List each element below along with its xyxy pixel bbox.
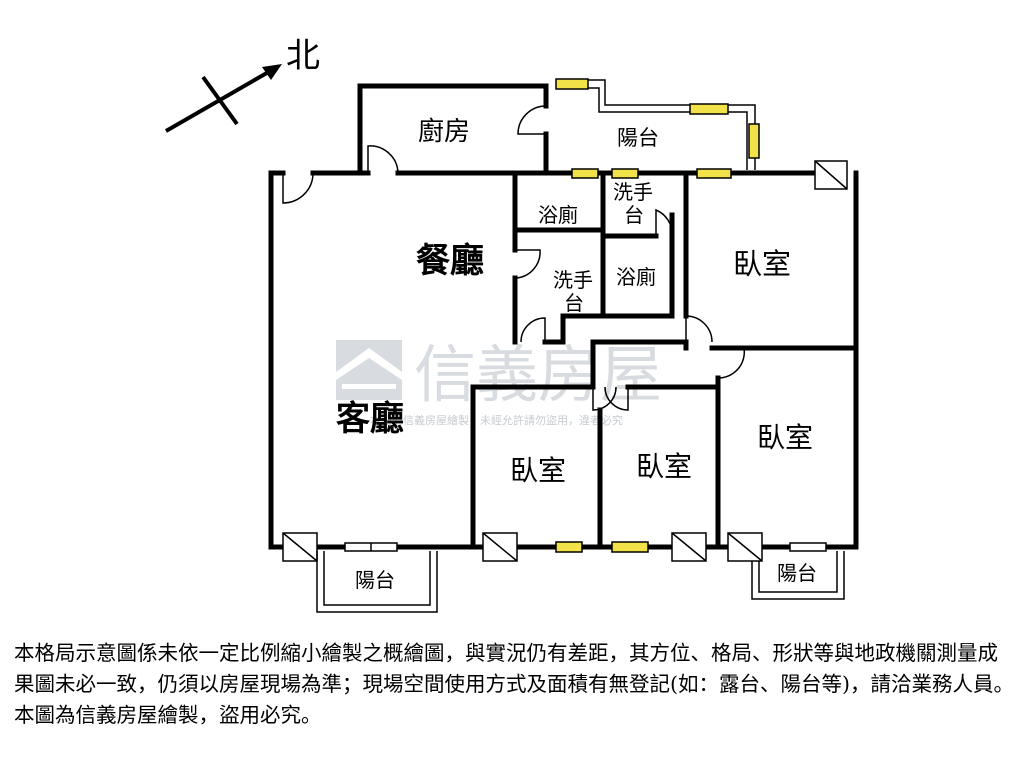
window-bedroom-b bbox=[611, 541, 649, 553]
room-bedroom-a-label: 臥室 bbox=[510, 454, 566, 487]
door-entry bbox=[282, 172, 314, 204]
door-bedroom-a bbox=[592, 386, 617, 411]
room-dining-label: 餐廳 bbox=[416, 241, 484, 281]
ac-boxes bbox=[282, 160, 848, 562]
door-bath-right bbox=[655, 208, 673, 237]
compass-label: 北 bbox=[286, 36, 320, 76]
door-bedroom-b bbox=[604, 386, 629, 411]
sliding-door-bedroom-se bbox=[789, 542, 827, 552]
window-balcony-top-1 bbox=[555, 78, 589, 90]
balcony-top-railing bbox=[560, 79, 756, 170]
floor-plan: 北 信義房屋 本圖為信義房屋繪製，未經允許請勿盜用，違者必究 bbox=[165, 36, 859, 613]
door-balcony-top bbox=[517, 105, 547, 135]
door-bedroom-se bbox=[717, 347, 746, 379]
room-kitchen-label: 廚房 bbox=[418, 117, 470, 147]
window-bath-left bbox=[571, 168, 599, 179]
room-living-label: 客廳 bbox=[336, 399, 404, 439]
room-balcony-se-label: 陽台 bbox=[777, 561, 817, 585]
door-bedroom-ne bbox=[685, 315, 713, 343]
watermark-brand: 信義房屋 bbox=[414, 338, 662, 411]
room-bedroom-b-label: 臥室 bbox=[636, 450, 692, 483]
window-balcony-top-2 bbox=[689, 103, 729, 115]
room-bath-right-label: 浴廁 bbox=[616, 265, 656, 289]
sliding-doors bbox=[344, 542, 827, 552]
room-sink-mid-label-1: 洗手 bbox=[553, 268, 593, 292]
watermark: 信義房屋 本圖為信義房屋繪製，未經允許請勿盜用，違者必究 bbox=[336, 338, 662, 427]
watermark-logo-icon bbox=[336, 340, 402, 400]
north-arrow-icon bbox=[165, 64, 282, 133]
ac-box-living bbox=[282, 532, 318, 562]
disclaimer-text: 本格局示意圖係未依一定比例縮小繪製之概繪圖，與實況仍有差距，其方位、格局、形狀等… bbox=[14, 641, 1014, 727]
window-bath-right bbox=[611, 168, 639, 179]
doors bbox=[282, 105, 746, 411]
room-balcony-sw-label: 陽台 bbox=[355, 568, 395, 592]
ac-box-bedroom-b bbox=[671, 532, 707, 562]
window-balcony-top-3 bbox=[748, 123, 760, 159]
window-bedroom-ne bbox=[696, 168, 732, 179]
room-sink-top-label-1: 洗手 bbox=[613, 180, 653, 204]
room-sink-mid-label-2: 台 bbox=[564, 291, 584, 315]
balcony-sw-railing bbox=[316, 551, 438, 613]
room-sink-top-label-2: 台 bbox=[624, 203, 644, 227]
ac-box-bedroom-a bbox=[482, 532, 518, 562]
watermark-notice: 本圖為信義房屋繪製，未經允許請勿盜用，違者必究 bbox=[370, 413, 623, 427]
room-bath-left-label: 浴廁 bbox=[538, 203, 578, 227]
room-balcony-top-label: 陽台 bbox=[617, 126, 659, 150]
room-bedroom-ne-label: 臥室 bbox=[733, 247, 791, 281]
ac-box-ne bbox=[814, 160, 848, 190]
windows bbox=[555, 78, 760, 553]
balcony-se-railing bbox=[751, 551, 845, 600]
door-bath-left bbox=[514, 249, 541, 279]
window-bedroom-a bbox=[555, 541, 583, 553]
door-kitchen bbox=[367, 145, 399, 174]
room-bedroom-se-label: 臥室 bbox=[757, 421, 813, 454]
door-sink-mid bbox=[520, 317, 546, 343]
ac-box-bedroom-se bbox=[727, 532, 763, 562]
